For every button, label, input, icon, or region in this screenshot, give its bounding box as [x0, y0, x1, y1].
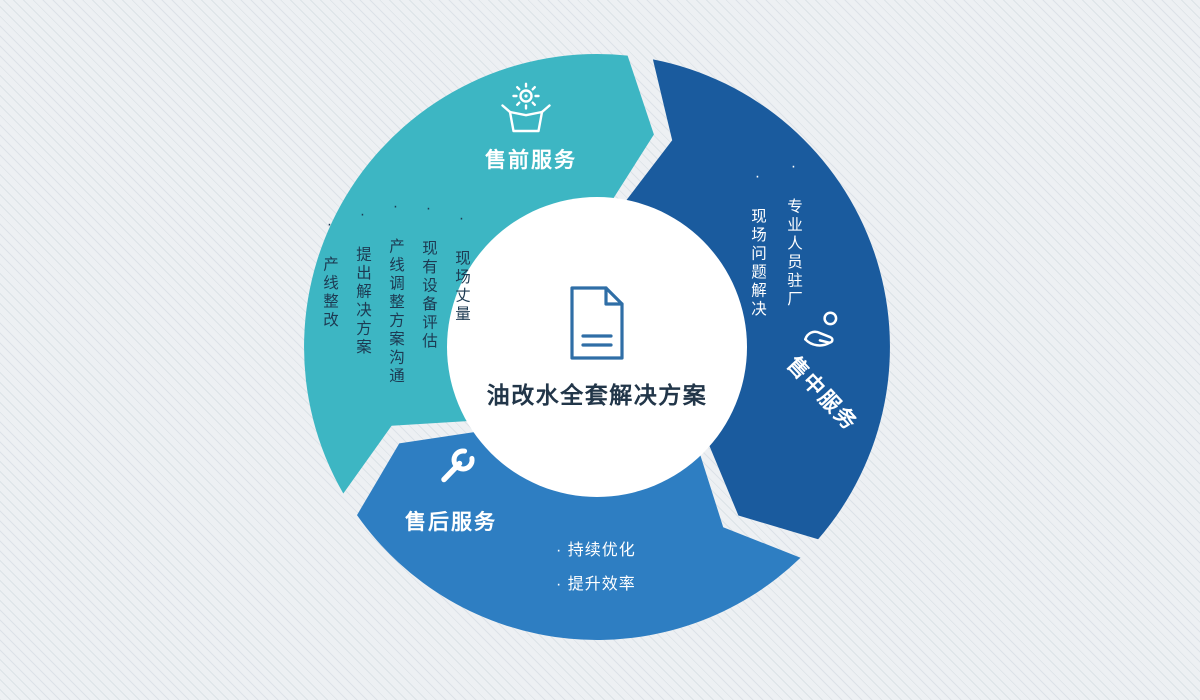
hand-holding-ball-icon	[798, 308, 846, 356]
center-circle	[447, 197, 747, 497]
wrench-icon	[432, 444, 482, 494]
aftersales-item-list: · 持续优化 · 提升效率	[556, 534, 636, 602]
list-item: · 提升效率	[556, 576, 636, 593]
segment-midsales	[625, 59, 890, 540]
list-item: · 现有设备评估	[420, 200, 437, 351]
list-item: · 产线调整方案沟通	[387, 198, 404, 386]
aftersales-label: 售后服务	[405, 511, 497, 534]
document-icon	[566, 284, 628, 362]
list-item: · 现场问题解决	[749, 168, 766, 319]
segment-presales	[304, 54, 654, 494]
list-item: · 产线整改	[321, 216, 338, 330]
diagram-title: 油改水全套解决方案	[486, 382, 708, 408]
midsales-item-list: · 专业人员驻厂 · 现场问题解决	[738, 158, 804, 338]
presales-label: 售前服务	[485, 149, 577, 172]
open-box-gear-icon	[498, 82, 554, 138]
list-item: · 专业人员驻厂	[785, 158, 802, 309]
segment-aftersales	[357, 431, 801, 641]
presales-item-list: · 现场丈量 · 现有设备评估 · 产线调整方案沟通 · 提出解决方案 · 产线…	[321, 198, 472, 528]
list-item: · 现场丈量	[453, 210, 470, 324]
list-item: · 持续优化	[556, 542, 636, 559]
list-item: · 提出解决方案	[354, 206, 371, 357]
